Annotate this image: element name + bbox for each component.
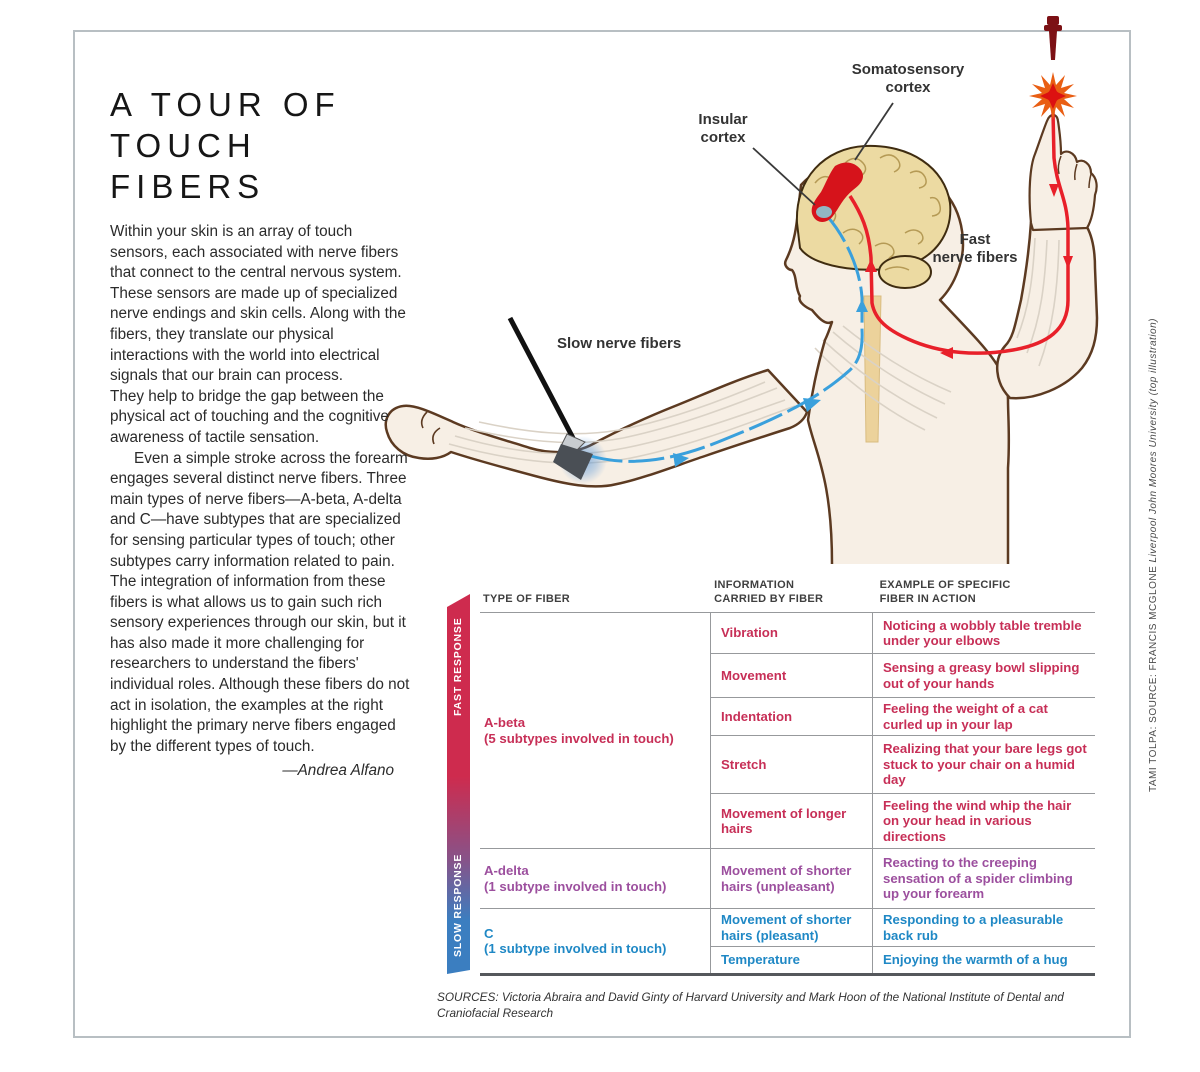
intro-paragraph-1: Within your skin is an array of touch se… bbox=[110, 223, 406, 385]
intro-paragraph-3: Even a simple stroke across the forearm … bbox=[110, 449, 410, 755]
info-cell: Indentation bbox=[710, 698, 872, 736]
info-cell: Vibration bbox=[710, 613, 872, 654]
label-fast-line1: Fast bbox=[960, 231, 991, 248]
fast-nerve-path bbox=[848, 111, 1073, 359]
fiber-note: (1 subtype involved in touch) bbox=[484, 878, 667, 894]
example-cell: Sensing a greasy bowl slipping out of yo… bbox=[872, 654, 1095, 698]
example-cell: Noticing a wobbly table tremble under yo… bbox=[872, 613, 1095, 654]
example-cell: Reacting to the creeping sensation of a … bbox=[872, 849, 1095, 909]
label-somatosensory-line2: cortex bbox=[885, 79, 931, 96]
header-example: EXAMPLE OF SPECIFIC FIBER IN ACTION bbox=[879, 579, 1011, 605]
label-insular-line1: Insular bbox=[698, 111, 747, 128]
fiber-cell-c: C (1 subtype involved in touch) bbox=[480, 909, 710, 973]
example-cell: Feeling the weight of a cat curled up in… bbox=[872, 698, 1095, 736]
fiber-note: (1 subtype involved in touch) bbox=[484, 941, 667, 956]
sources-note: SOURCES: Victoria Abraira and David Gint… bbox=[437, 990, 1064, 1020]
label-fast-line2: nerve fibers bbox=[932, 249, 1017, 266]
fiber-name: A-beta bbox=[484, 715, 526, 730]
insular-cortex-marker bbox=[816, 206, 832, 218]
fiber-cell-adelta: A-delta (1 subtype involved in touch) bbox=[480, 849, 710, 909]
intro-column: A TOUR OF TOUCH FIBERS Within your skin … bbox=[110, 84, 410, 780]
fiber-note: (5 subtypes involved in touch) bbox=[484, 730, 674, 746]
info-cell: Temperature bbox=[710, 947, 872, 973]
credit-institution: Liverpool John Moores University (top il… bbox=[1148, 318, 1159, 563]
illustration-credit: TAMI TOLPA: SOURCE: FRANCIS MCGLONE Live… bbox=[1148, 192, 1159, 792]
slow-response-label: SLOW RESPONSE bbox=[452, 853, 464, 957]
header-information-carried: INFORMATION CARRIED BY FIBER bbox=[714, 579, 824, 605]
example-cell: Realizing that your bare legs got stuck … bbox=[872, 736, 1095, 794]
info-cell: Movement of shorter hairs (pleasant) bbox=[710, 909, 872, 947]
label-leader-lines bbox=[752, 102, 894, 206]
label-somatosensory-line1: Somatosensory bbox=[852, 61, 965, 78]
table-header-row: TYPE OF FIBER INFORMATION CARRIED BY FIB… bbox=[480, 566, 1097, 612]
info-cell: Movement of longer hairs bbox=[710, 794, 872, 849]
response-speed-bar: FAST RESPONSE SLOW RESPONSE bbox=[447, 594, 470, 974]
anatomy-illustration: Somatosensory cortex Insular cortex Fast… bbox=[384, 16, 1099, 565]
torso-contour-lines bbox=[814, 325, 952, 431]
fiber-name: A-delta bbox=[484, 863, 529, 878]
raised-arm bbox=[996, 113, 1099, 400]
example-cell: Enjoying the warmth of a hug bbox=[872, 947, 1095, 973]
header-type-of-fiber: TYPE OF FIBER bbox=[483, 592, 571, 605]
page-title: A TOUR OF TOUCH FIBERS bbox=[110, 86, 341, 205]
label-insular-line2: cortex bbox=[700, 129, 746, 146]
info-cell: Movement of shorter hairs (unpleasant) bbox=[710, 849, 872, 909]
body-outline bbox=[784, 154, 1011, 565]
brain-gyri bbox=[814, 154, 942, 271]
info-cell: Movement bbox=[710, 654, 872, 698]
fiber-name: C bbox=[484, 925, 494, 941]
intro-paragraph-2: They help to bridge the gap between the … bbox=[110, 387, 389, 446]
fiber-table: A-beta (5 subtypes involved in touch) Vi… bbox=[480, 612, 1095, 976]
example-cell: Feeling the wind whip the hair on your h… bbox=[872, 794, 1095, 849]
info-cell: Stretch bbox=[710, 736, 872, 794]
fiber-cell-abeta: A-beta (5 subtypes involved in touch) bbox=[480, 613, 710, 849]
raised-hand bbox=[1028, 113, 1098, 232]
pushpin-starburst bbox=[1029, 16, 1077, 120]
credit-artist: TAMI TOLPA: SOURCE: FRANCIS MCGLONE bbox=[1148, 562, 1159, 792]
paintbrush bbox=[507, 316, 593, 480]
author-byline: —Andrea Alfano bbox=[282, 762, 394, 780]
label-slow-fibers: Slow nerve fibers bbox=[557, 335, 681, 352]
example-cell: Responding to a pleasurable back rub bbox=[872, 909, 1095, 947]
fast-response-label: FAST RESPONSE bbox=[452, 617, 464, 717]
